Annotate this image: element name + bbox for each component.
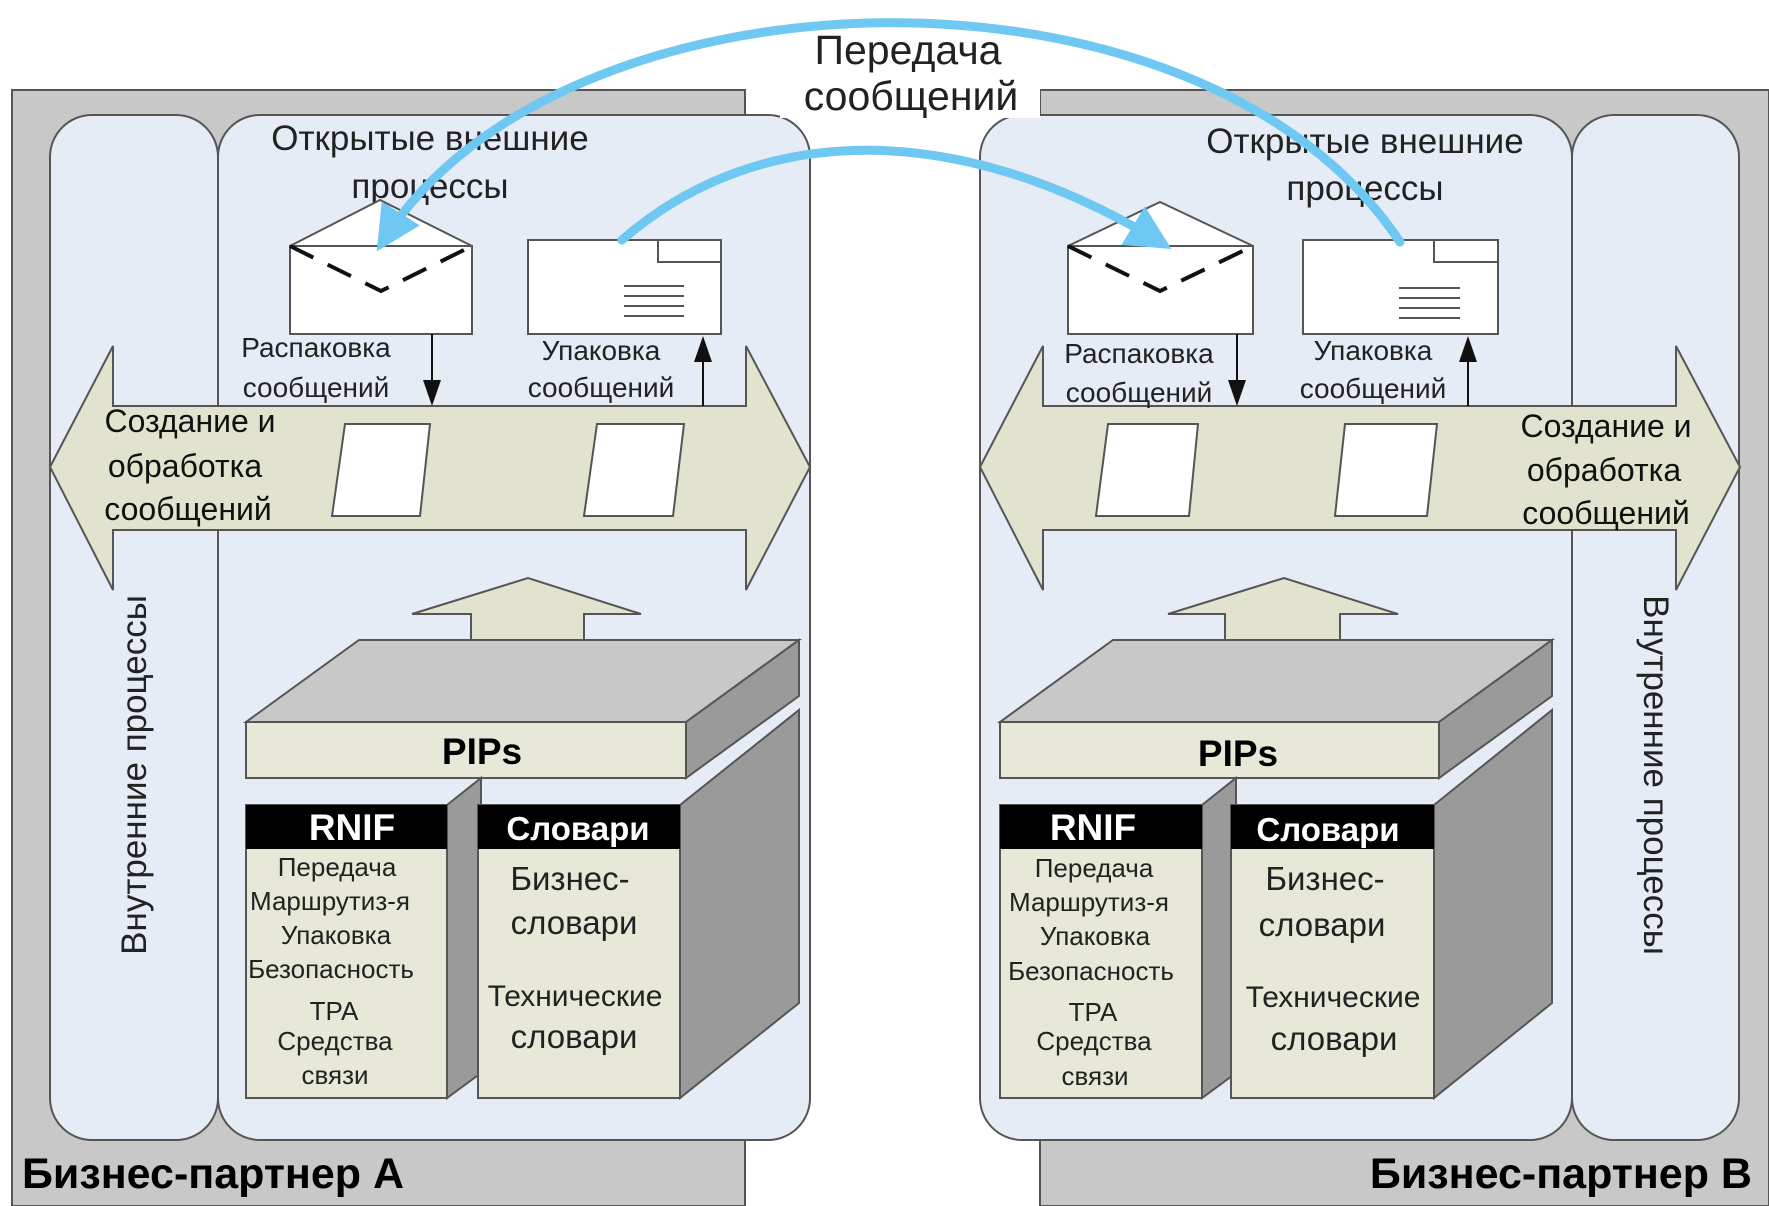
partner-b-create-label-1: Создание и xyxy=(1520,408,1691,444)
partner-a-pack-arrowhead xyxy=(694,336,712,362)
partner-b-pack-label-1: Упаковка xyxy=(1314,335,1433,366)
partner-a-dict-title: Словари xyxy=(506,810,649,847)
partner-b-rnif-header xyxy=(1000,805,1202,849)
partner-b-pips-front xyxy=(999,721,1440,779)
partner-a-unpack-label-2: сообщений xyxy=(243,372,390,403)
partner-b-dict-line-3: Технические xyxy=(1246,981,1421,1014)
partner-b-dict-line-2: словари xyxy=(1259,906,1386,943)
partner-a: Внутренние процессы Открытые внешние про… xyxy=(11,89,812,1206)
partner-a-dict-line-1: Бизнес- xyxy=(510,860,629,897)
partner-a-dict-line-3: Технические xyxy=(488,980,663,1013)
partner-b-create-label-3: сообщений xyxy=(1522,495,1689,531)
partner-a-rnif-item-2: Маршрутиз-я xyxy=(250,886,410,916)
transfer-label-backdrop xyxy=(780,22,1040,118)
flow-arrow-a-to-b xyxy=(617,145,1172,250)
partner-a-document-icon xyxy=(527,239,722,335)
partner-b-dict-front xyxy=(1230,804,1435,1099)
partner-a-unpack-arrowhead xyxy=(423,380,441,406)
partner-a-unpack-label-1: Распаковка xyxy=(241,332,391,363)
partner-a-create-label-3: сообщений xyxy=(104,491,271,527)
partner-b-rnif-item-6: Средства xyxy=(1036,1026,1152,1056)
partner-b-pips-label: PIPs xyxy=(1198,733,1278,774)
partner-a-title: Бизнес-партнер A xyxy=(22,1150,404,1198)
partner-b-dict-line-4: словари xyxy=(1271,1020,1398,1057)
partner-b-rnif-item-7: связи xyxy=(1061,1061,1128,1091)
partner-a-dict-header xyxy=(478,805,680,849)
partner-a-create-label-2: обработка xyxy=(108,448,263,484)
partner-b-dict-line-1: Бизнес- xyxy=(1265,860,1384,897)
partner-b-rnif-item-3: Упаковка xyxy=(1040,921,1151,951)
partner-b-envelope-icon xyxy=(1067,200,1254,335)
partner-a-rnif-header xyxy=(246,805,447,849)
partner-b-rnif-item-1: Передача xyxy=(1035,853,1154,883)
partner-b-message-slot-2 xyxy=(1333,423,1439,517)
partner-a-rnif-front xyxy=(245,804,448,1099)
partner-a-rnif-side xyxy=(446,775,482,1100)
partner-b-dict-title: Словари xyxy=(1256,811,1399,848)
partner-b-unpack-arrowhead xyxy=(1228,380,1246,406)
partner-b-document-icon xyxy=(1302,239,1499,335)
partner-b-message-slot-1 xyxy=(1094,423,1200,517)
partner-b-pack-label-2: сообщений xyxy=(1300,373,1447,404)
partner-b-title: Бизнес-партнер B xyxy=(1370,1150,1752,1198)
partner-b-rnif-item-2: Маршрутиз-я xyxy=(1009,887,1169,917)
partner-a-open-label-1: Открытые внешние xyxy=(271,119,588,158)
transfer-label-2: сообщений xyxy=(804,73,1019,119)
partner-a-pack-label-1: Упаковка xyxy=(542,335,661,366)
transfer-label-1: Передача xyxy=(815,27,1002,73)
partner-a-dict-line-2: словари xyxy=(511,904,638,941)
partner-a-create-label-1: Создание и xyxy=(104,403,275,439)
partner-a-rnif-item-5: TPA xyxy=(310,996,359,1026)
partner-b-open-label-1: Открытые внешние xyxy=(1206,122,1523,161)
partner-b-unpack-label-1: Распаковка xyxy=(1064,338,1214,369)
partner-b-rnif-item-5: TPA xyxy=(1069,997,1118,1027)
partner-a-message-slot-1 xyxy=(330,423,432,517)
partner-a-rnif-item-1: Передача xyxy=(278,852,397,882)
partner-b-internal-label: Внутренние процессы xyxy=(1636,595,1675,955)
partner-a-dict-line-4: словари xyxy=(511,1018,638,1055)
partner-a-pips-label: PIPs xyxy=(442,731,522,772)
partner-a-rnif-item-7: связи xyxy=(301,1060,368,1090)
partner-a-internal-label: Внутренние процессы xyxy=(115,595,154,955)
flow-arrow-b-to-a xyxy=(376,18,1405,252)
partner-b-create-label-2: обработка xyxy=(1527,452,1682,488)
partner-a-double-arrow xyxy=(48,345,812,591)
partner-b-dict-header xyxy=(1231,805,1434,849)
partner-a-rnif-title: RNIF xyxy=(309,807,395,848)
partner-a-pack-label-2: сообщений xyxy=(528,372,675,403)
partner-b-rnif-front xyxy=(999,804,1203,1099)
partner-b-internal-panel xyxy=(1571,114,1740,1141)
partner-b-pack-arrowhead xyxy=(1459,336,1477,362)
partner-a-message-slot-2 xyxy=(582,423,686,517)
partner-b: Внутренние процессы Открытые внешние про… xyxy=(978,89,1769,1206)
partner-a-pips-front xyxy=(245,721,687,779)
partner-a-rnif-item-3: Упаковка xyxy=(281,920,392,950)
partner-a-rnif-item-6: Средства xyxy=(277,1026,393,1056)
partner-b-rnif-item-4: Безопасность xyxy=(1008,956,1174,986)
partner-a-rnif-item-4: Безопасность xyxy=(248,954,414,984)
partner-b-rnif-title: RNIF xyxy=(1050,807,1136,848)
partner-b-unpack-label-2: сообщений xyxy=(1066,377,1213,408)
